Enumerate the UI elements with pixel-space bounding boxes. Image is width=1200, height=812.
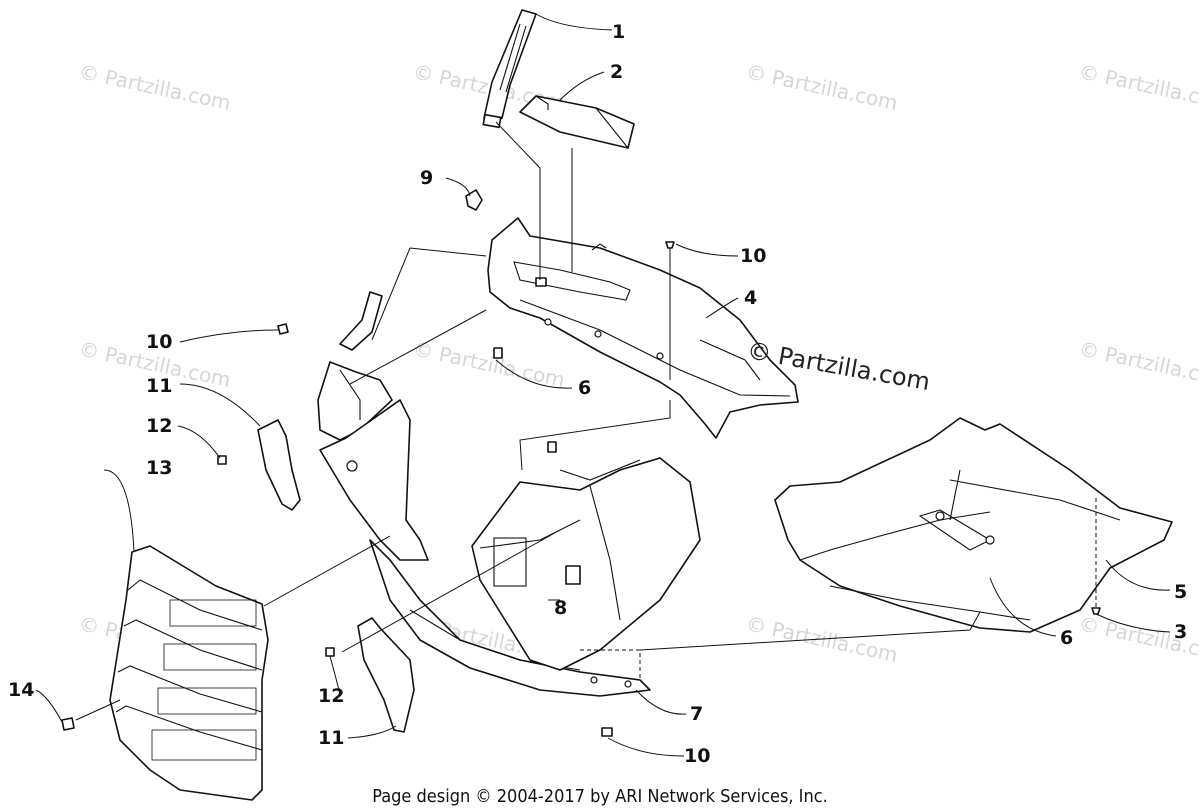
watermark-text: © Partzilla.com: [1077, 59, 1200, 115]
watermark-text: © Partzilla.com: [411, 336, 567, 392]
part-left-side-panel: [317, 291, 429, 561]
callout-4: 4: [744, 287, 757, 309]
watermark-text: © Partzilla.com: [77, 59, 233, 115]
part-upper-panel: [487, 217, 799, 439]
callout-6b: 6: [1060, 627, 1073, 649]
watermark-text: © Partzilla.com: [1077, 336, 1200, 392]
callout-7: 7: [690, 703, 703, 725]
callout-14: 14: [8, 679, 34, 701]
callout-5: 5: [1174, 581, 1187, 603]
part-bracket-11-lower: [357, 617, 415, 733]
callout-12b: 12: [318, 685, 344, 707]
assembly-lines: [75, 121, 981, 721]
part-strap: [482, 9, 537, 129]
part-belly-pan: [774, 417, 1173, 633]
part-grille: [109, 545, 269, 801]
callout-2: 2: [610, 61, 623, 83]
callout-13: 13: [146, 457, 172, 479]
callout-11b: 11: [318, 727, 344, 749]
watermark-text: © Partzilla.com: [744, 59, 900, 115]
callout-3: 3: [1174, 621, 1187, 643]
part-clip-9: [465, 189, 483, 211]
part-bracket-11-upper: [257, 419, 301, 511]
part-screw-3: [1091, 607, 1101, 615]
callout-10a: 10: [740, 245, 766, 267]
callout-labels: 1 2 3 4 5 6 6 7 8 9 10 10 10 11 11 12 12…: [8, 21, 1187, 767]
callout-12a: 12: [146, 415, 172, 437]
callout-6a: 6: [578, 377, 591, 399]
callout-11a: 11: [146, 375, 172, 397]
callout-1: 1: [612, 21, 625, 43]
grille-mesh: [151, 599, 257, 761]
part-center-fascia: [471, 457, 701, 671]
callout-10c: 10: [684, 745, 710, 767]
part-screw-10-top: [665, 241, 675, 249]
footer-copyright: Page design © 2004-2017 by ARI Network S…: [372, 786, 828, 807]
callout-leaders: [35, 13, 1171, 757]
callout-8: 8: [554, 597, 567, 619]
part-pad: [519, 95, 635, 149]
callout-10b: 10: [146, 331, 172, 353]
callout-9: 9: [420, 167, 433, 189]
